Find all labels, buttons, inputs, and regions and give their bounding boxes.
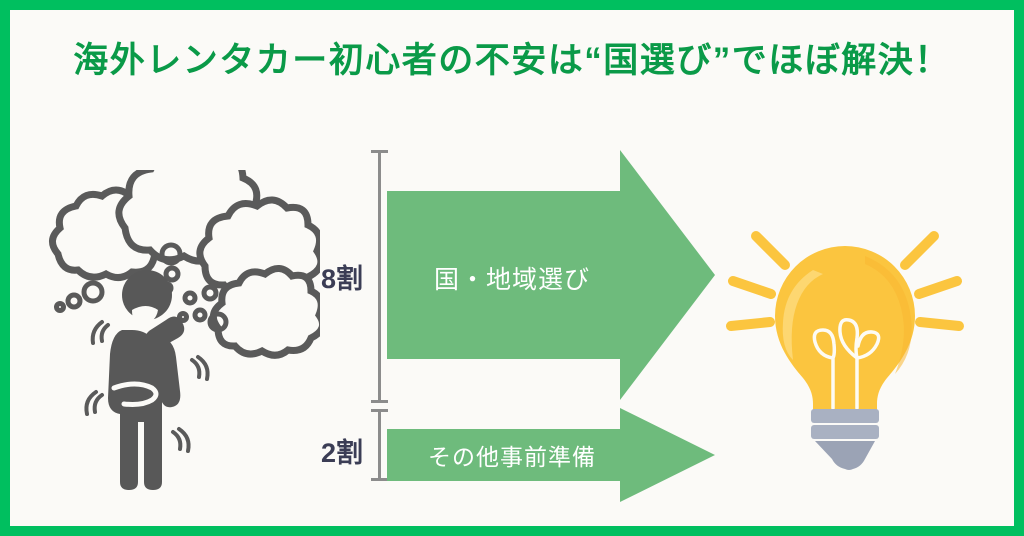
belly-line	[111, 381, 159, 407]
ratio-label-20: 2割	[321, 438, 364, 468]
bulb-highlight	[782, 270, 823, 360]
bracket-cap-bottom	[371, 400, 388, 403]
bracket-cap-top	[371, 150, 388, 153]
light-rays-icon	[726, 231, 964, 331]
bulb-glass	[775, 246, 915, 410]
bulb-shadow	[865, 256, 912, 374]
arrow-label-country-selection: 国・地域選び	[433, 266, 590, 294]
bracket-cap-bottom	[371, 478, 388, 481]
motion-marks-icon	[84, 320, 210, 453]
thinking-person-icon	[40, 146, 327, 490]
arrow-country-selection	[387, 150, 717, 400]
bracket-cap-top	[371, 409, 388, 412]
bulb-base	[811, 409, 879, 470]
thought-dots-icon	[54, 280, 105, 313]
infographic-inner-panel: 海外レンタカー初心者の不安は“国選び”でほぼ解決！	[10, 10, 1014, 526]
ratio-label-80: 8割	[321, 264, 364, 294]
bracket-80-percent	[371, 150, 388, 403]
lightbulb-idea-icon	[715, 208, 975, 473]
page-title: 海外レンタカー初心者の不安は“国選び”でほぼ解決！	[73, 41, 951, 80]
arrow-other-preparations	[387, 408, 717, 502]
thought-dots-icon	[177, 284, 229, 333]
arrow-label-other-preparations: その他事前準備	[428, 444, 596, 470]
bulb-filament	[812, 318, 881, 410]
person-silhouette	[108, 270, 185, 490]
bracket-20-percent	[371, 409, 388, 481]
arrow-shape	[387, 408, 715, 502]
face-detail	[132, 306, 158, 325]
arrow-shape	[387, 150, 715, 400]
